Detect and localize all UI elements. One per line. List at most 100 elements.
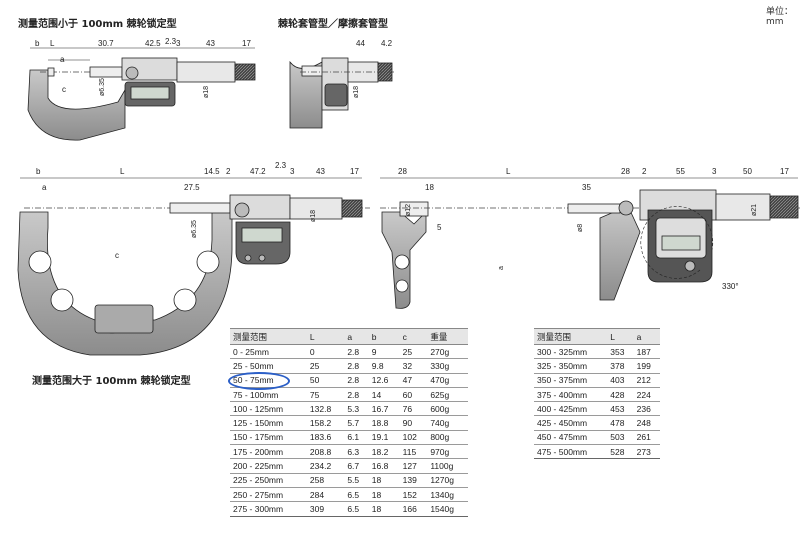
cell: 150 - 175mm bbox=[230, 430, 307, 446]
svg-text:27.5: 27.5 bbox=[184, 183, 200, 192]
cell: 225 - 250mm bbox=[230, 473, 307, 488]
svg-text:55: 55 bbox=[676, 167, 685, 176]
svg-text:L: L bbox=[50, 39, 55, 48]
svg-text:18: 18 bbox=[425, 183, 434, 192]
dims-large: b L 14.5 2 47.2 2.3 3 43 17 27.5 a c ø6.… bbox=[36, 161, 359, 260]
cell: 300 - 325mm bbox=[534, 344, 608, 360]
cell: 132.8 bbox=[306, 401, 345, 417]
cell: 200 - 225mm bbox=[230, 458, 307, 474]
cell: 224 bbox=[633, 387, 660, 403]
cell: 127 bbox=[399, 458, 428, 474]
cell: 475 - 500mm bbox=[534, 444, 608, 460]
cell: 175 - 200mm bbox=[230, 444, 307, 460]
cell: 450 - 475mm bbox=[534, 430, 608, 446]
cell: 325 - 350mm bbox=[534, 358, 608, 374]
cell: 378 bbox=[607, 358, 634, 374]
cell: 250 - 275mm bbox=[230, 487, 307, 503]
svg-text:17: 17 bbox=[242, 39, 251, 48]
cell: 478 bbox=[607, 415, 634, 431]
drawing-large-micrometer bbox=[17, 177, 370, 356]
col-range: 测量范围 bbox=[534, 328, 608, 345]
cell: 75 bbox=[306, 387, 345, 403]
svg-text:42.5: 42.5 bbox=[145, 39, 161, 48]
cell: 2.8 bbox=[344, 344, 369, 360]
cell: 25 bbox=[399, 344, 428, 360]
drawing-sleeve-head bbox=[289, 57, 395, 129]
cell: 400 - 425mm bbox=[534, 401, 608, 417]
cell: 270g bbox=[427, 344, 468, 360]
svg-text:c: c bbox=[62, 85, 66, 94]
svg-text:b: b bbox=[35, 39, 40, 48]
cell: 115 bbox=[399, 444, 428, 460]
svg-text:2: 2 bbox=[642, 167, 647, 176]
cell: 453 bbox=[607, 401, 634, 417]
cell: 800g bbox=[427, 430, 468, 446]
cell: 5.7 bbox=[344, 415, 369, 431]
cell: 261 bbox=[633, 430, 660, 446]
svg-text:c: c bbox=[115, 251, 119, 260]
cell: 6.3 bbox=[344, 444, 369, 460]
cell: 309 bbox=[306, 501, 345, 517]
cell: 158.2 bbox=[306, 415, 345, 431]
cell: 425 - 450mm bbox=[534, 415, 608, 431]
svg-text:ø18: ø18 bbox=[353, 86, 360, 98]
cell: 6.5 bbox=[344, 501, 369, 517]
cell: 1340g bbox=[427, 487, 468, 503]
col-c: c bbox=[399, 328, 428, 345]
col-b: b bbox=[368, 328, 400, 345]
svg-text:47.2: 47.2 bbox=[250, 167, 266, 176]
cell: 970g bbox=[427, 444, 468, 460]
cell: 50 bbox=[306, 373, 345, 388]
cell: 600g bbox=[427, 401, 468, 417]
drawing-small-micrometer bbox=[27, 47, 256, 141]
dims-small: b a c L 30.7 42.5 2.3 3 43 17 ø6.35 ø18 bbox=[35, 37, 251, 98]
cell: 6.5 bbox=[344, 487, 369, 503]
cell: 9.8 bbox=[368, 358, 400, 374]
svg-text:330°: 330° bbox=[722, 282, 739, 291]
cell: 25 bbox=[306, 358, 345, 374]
cell: 18.2 bbox=[368, 444, 400, 460]
cell: 740g bbox=[427, 415, 468, 431]
cell: 183.6 bbox=[306, 430, 345, 446]
cell: 470g bbox=[427, 373, 468, 388]
svg-text:35: 35 bbox=[582, 183, 591, 192]
cell: 19.1 bbox=[368, 430, 400, 446]
cell: 403 bbox=[607, 373, 634, 388]
title-small-ratchet: 测量范围小于 100mm 棘轮锁定型 bbox=[18, 19, 177, 30]
cell: 90 bbox=[399, 415, 428, 431]
cell: 248 bbox=[633, 415, 660, 431]
svg-text:43: 43 bbox=[316, 167, 325, 176]
cell: 5.5 bbox=[344, 473, 369, 488]
cell: 284 bbox=[306, 487, 345, 503]
svg-text:44: 44 bbox=[356, 39, 365, 48]
cell: 16.8 bbox=[368, 458, 400, 474]
cell: 18.8 bbox=[368, 415, 400, 431]
cell: 208.8 bbox=[306, 444, 345, 460]
cell: 428 bbox=[607, 387, 634, 403]
svg-text:2.3: 2.3 bbox=[165, 37, 177, 46]
svg-text:50: 50 bbox=[743, 167, 752, 176]
cell: 6.7 bbox=[344, 458, 369, 474]
cell: 199 bbox=[633, 358, 660, 374]
cell: 12.6 bbox=[368, 373, 400, 388]
title-large-ratchet: 测量范围大于 100mm 棘轮锁定型 bbox=[32, 376, 191, 387]
col-a: a bbox=[344, 328, 369, 345]
cell: 47 bbox=[399, 373, 428, 388]
cell: 166 bbox=[399, 501, 428, 517]
cell: 275 - 300mm bbox=[230, 501, 307, 517]
cell: 6.1 bbox=[344, 430, 369, 446]
svg-text:17: 17 bbox=[780, 167, 789, 176]
svg-text:ø6.35: ø6.35 bbox=[191, 220, 198, 238]
svg-text:2.3: 2.3 bbox=[275, 161, 287, 170]
